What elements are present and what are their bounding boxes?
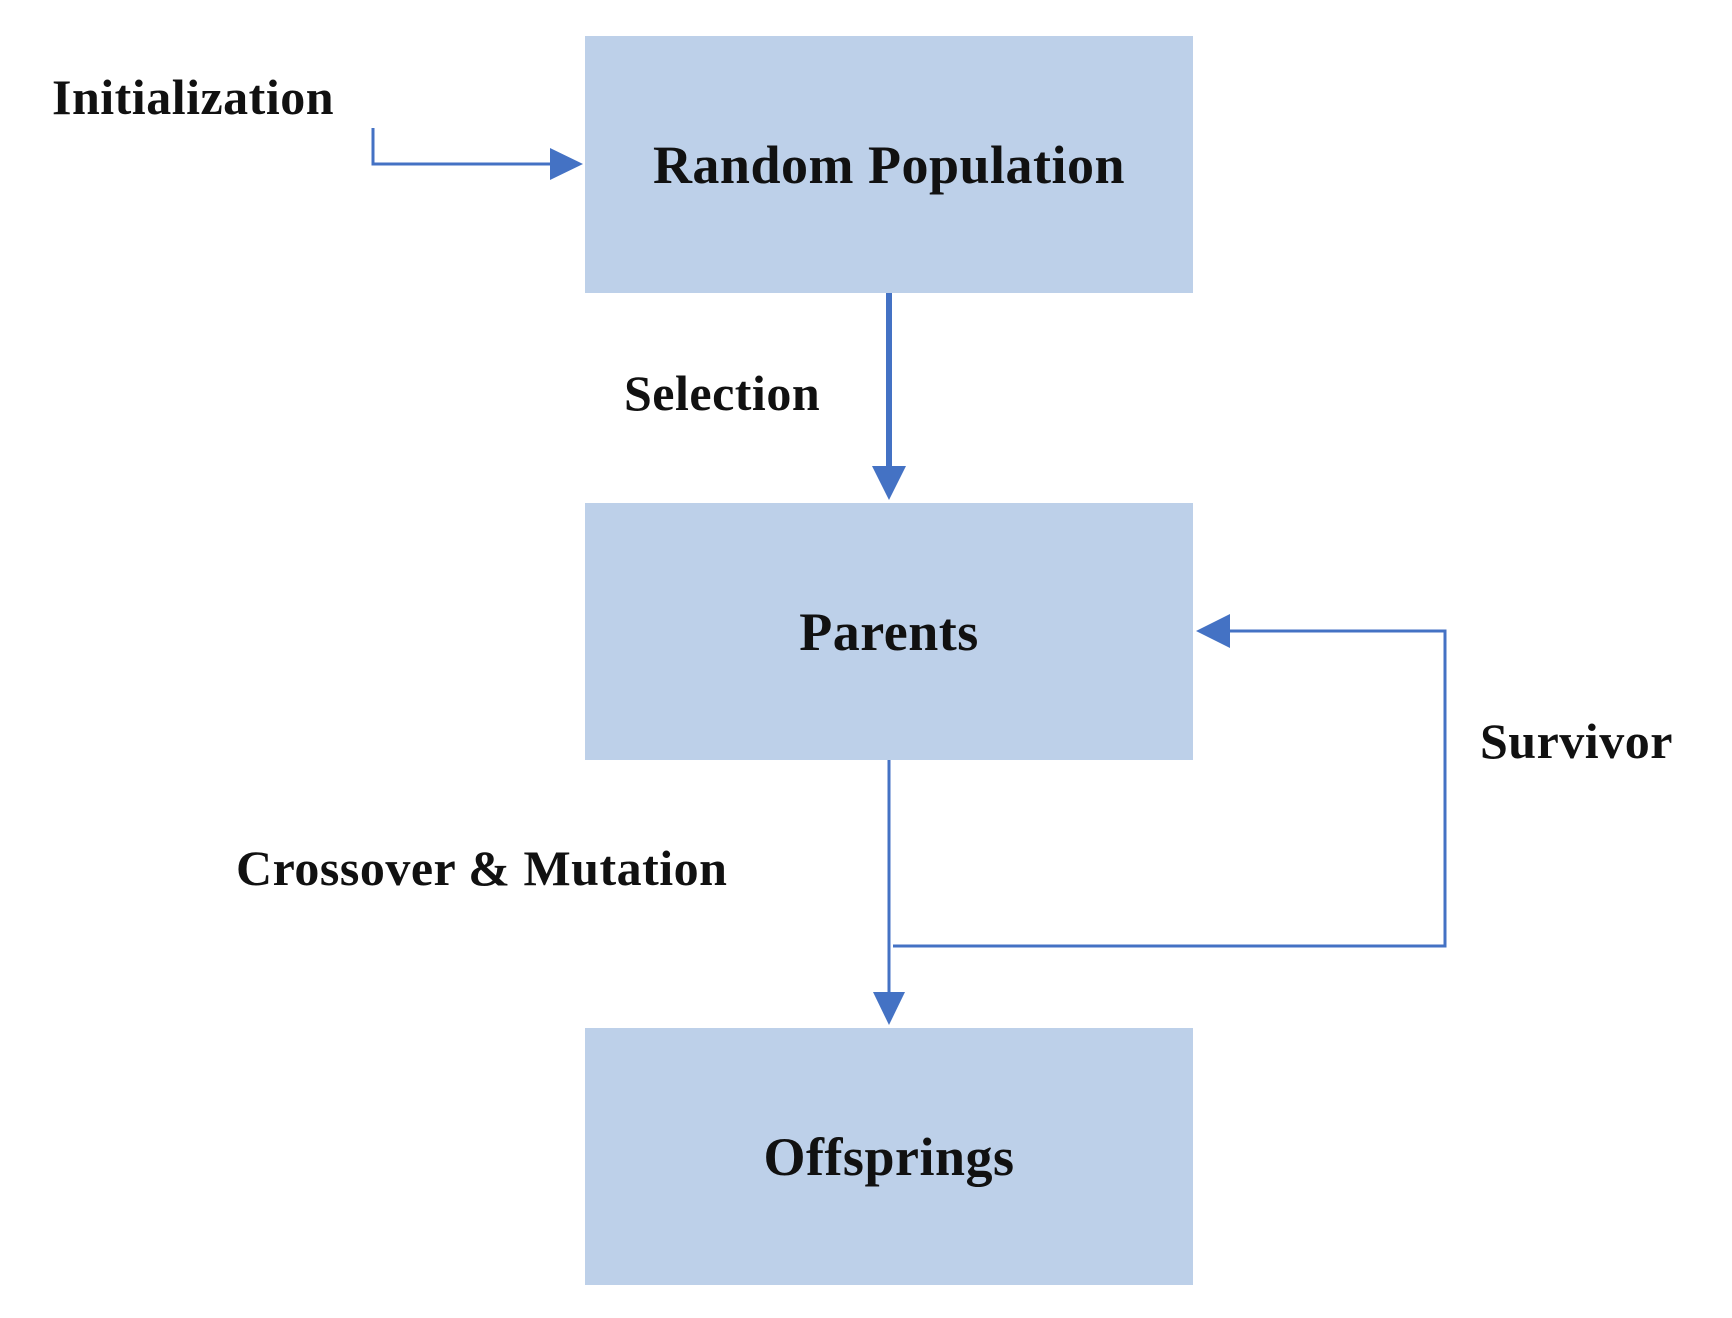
initialization-label: Initialization <box>52 69 335 125</box>
parents-label: Parents <box>799 601 979 662</box>
parents-node: Parents <box>585 503 1193 760</box>
survivor-label: Survivor <box>1480 713 1673 769</box>
survivor-arrowhead <box>1196 614 1230 648</box>
selection-arrowhead <box>872 466 906 500</box>
crossover-mutation-label: Crossover & Mutation <box>236 840 728 896</box>
random-population-label: Random Population <box>652 134 1126 195</box>
random-population-node: Random Population <box>585 36 1193 293</box>
offsprings-node: Offsprings <box>585 1028 1193 1285</box>
survivor-loop-arrow <box>893 629 1447 948</box>
crossover-mutation-arrowhead <box>873 992 905 1025</box>
initialization-arrow <box>371 128 552 166</box>
offsprings-label: Offsprings <box>763 1126 1015 1187</box>
initialization-arrowhead <box>550 148 583 180</box>
selection-label: Selection <box>624 365 821 421</box>
